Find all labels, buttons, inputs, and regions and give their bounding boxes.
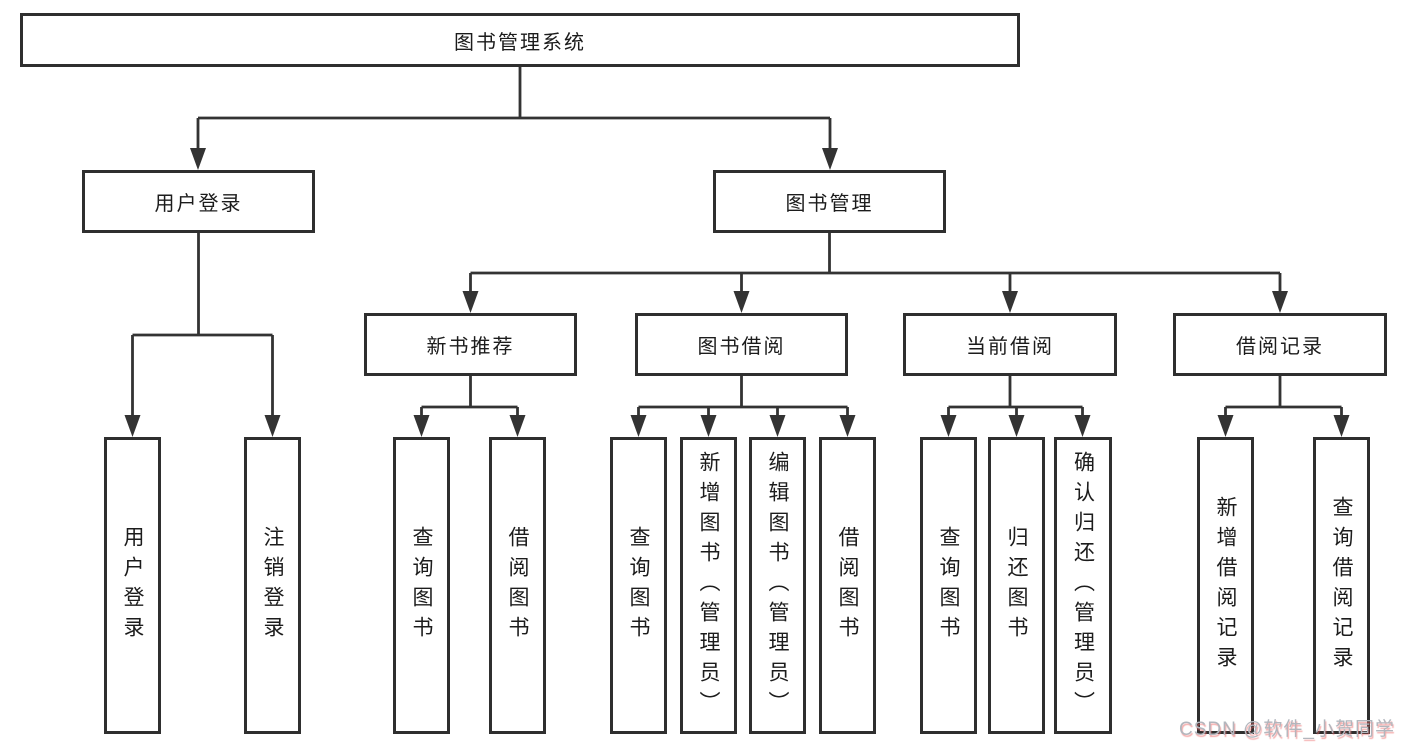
leaf-query-borrow-record: 查询借阅记录 xyxy=(1313,437,1370,734)
node-user-login: 用户登录 xyxy=(82,170,315,233)
node-user-login-label: 用户登录 xyxy=(154,193,243,215)
leaf-borrow-book-1-label: 借阅图书 xyxy=(506,525,529,646)
leaf-add-borrow-record: 新增借阅记录 xyxy=(1197,437,1254,734)
leaf-borrow-book-2: 借阅图书 xyxy=(819,437,876,734)
connector-borrow-records-children xyxy=(1224,376,1343,433)
leaf-query-book-1: 查询图书 xyxy=(393,437,450,734)
leaf-edit-book-admin: 编辑图书（管理员） xyxy=(749,437,806,734)
leaf-add-book-admin-label: 新增图书（管理员） xyxy=(697,450,720,721)
leaf-query-book-1-label: 查询图书 xyxy=(410,525,433,646)
leaf-add-borrow-record-label: 新增借阅记录 xyxy=(1214,495,1237,676)
node-new-book-recommend-label: 新书推荐 xyxy=(426,336,515,358)
leaf-edit-book-admin-label: 编辑图书（管理员） xyxy=(766,450,789,721)
leaf-query-book-2: 查询图书 xyxy=(610,437,667,734)
leaf-borrow-book-2-label: 借阅图书 xyxy=(836,525,859,646)
leaf-confirm-return-admin: 确认归还（管理员） xyxy=(1054,437,1112,734)
node-system-root: 图书管理系统 xyxy=(20,13,1020,67)
connector-new-book-children xyxy=(420,376,519,433)
leaf-query-book-3-label: 查询图书 xyxy=(937,525,960,646)
node-borrow-records: 借阅记录 xyxy=(1173,313,1387,376)
leaf-query-borrow-record-label: 查询借阅记录 xyxy=(1330,495,1353,676)
leaf-return-book: 归还图书 xyxy=(988,437,1045,734)
connector-user-login-children xyxy=(131,233,274,433)
connector-book-mgmt-to-level3 xyxy=(469,233,1282,309)
leaf-add-book-admin: 新增图书（管理员） xyxy=(680,437,737,734)
node-book-management-label: 图书管理 xyxy=(785,193,874,215)
node-system-root-label: 图书管理系统 xyxy=(454,31,586,54)
csdn-watermark: CSDN @软件_小贺同学 xyxy=(1179,719,1395,740)
leaf-confirm-return-admin-label: 确认归还（管理员） xyxy=(1071,450,1095,721)
node-borrow-records-label: 借阅记录 xyxy=(1236,336,1324,358)
node-new-book-recommend: 新书推荐 xyxy=(364,313,577,376)
node-book-management: 图书管理 xyxy=(713,170,946,233)
leaf-user-login-label: 用户登录 xyxy=(121,525,144,646)
leaf-logout: 注销登录 xyxy=(244,437,301,734)
node-book-borrow-label: 图书借阅 xyxy=(697,336,786,358)
leaf-logout-label: 注销登录 xyxy=(261,525,284,646)
leaf-return-book-label: 归还图书 xyxy=(1005,525,1028,646)
leaf-query-book-3: 查询图书 xyxy=(920,437,977,734)
connector-root-to-level2 xyxy=(196,67,832,166)
node-book-borrow: 图书借阅 xyxy=(635,313,848,376)
leaf-query-book-2-label: 查询图书 xyxy=(627,525,650,646)
connector-book-borrow-children xyxy=(637,376,849,433)
node-current-borrow-label: 当前借阅 xyxy=(966,336,1054,358)
leaf-borrow-book-1: 借阅图书 xyxy=(489,437,546,734)
arrowheads xyxy=(124,148,1350,437)
node-current-borrow: 当前借阅 xyxy=(903,313,1117,376)
leaf-user-login: 用户登录 xyxy=(104,437,161,734)
